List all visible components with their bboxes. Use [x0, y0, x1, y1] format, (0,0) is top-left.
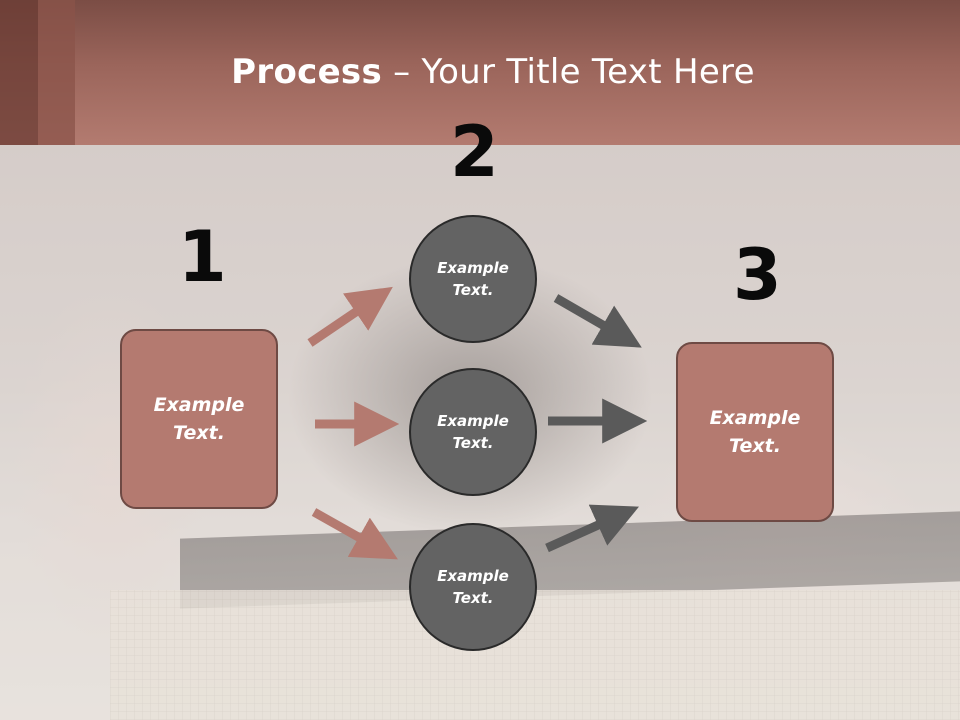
header-accent-tab: [0, 0, 75, 145]
output-box[interactable]: Example Text.: [676, 342, 834, 522]
title-bar: Process – Your Title Text Here: [0, 0, 960, 145]
circle-middle[interactable]: Example Text.: [409, 368, 537, 496]
background-pants: [110, 590, 960, 720]
step-number-1: 1: [178, 216, 227, 298]
arrow-to-circle-1: [307, 286, 393, 347]
input-box[interactable]: Example Text.: [120, 329, 278, 509]
circle-middle-text: Example Text.: [437, 411, 509, 453]
title-rest: – Your Title Text Here: [382, 52, 755, 92]
input-box-text: Example Text.: [153, 393, 245, 445]
slide-title[interactable]: Process – Your Title Text Here: [0, 52, 960, 92]
circle-top[interactable]: Example Text.: [409, 215, 537, 343]
circle-top-text: Example Text.: [437, 258, 509, 300]
circle-bottom-text: Example Text.: [437, 566, 509, 608]
arrow-to-circle-3: [311, 508, 398, 560]
arrow-from-circle-1: [553, 294, 642, 348]
output-box-text: Example Text.: [709, 406, 801, 458]
circle-bottom[interactable]: Example Text.: [409, 523, 537, 651]
step-number-2: 2: [450, 111, 499, 193]
step-number-3: 3: [733, 234, 782, 316]
title-bold: Process: [231, 52, 383, 92]
arrow-from-circle-3: [545, 504, 639, 553]
